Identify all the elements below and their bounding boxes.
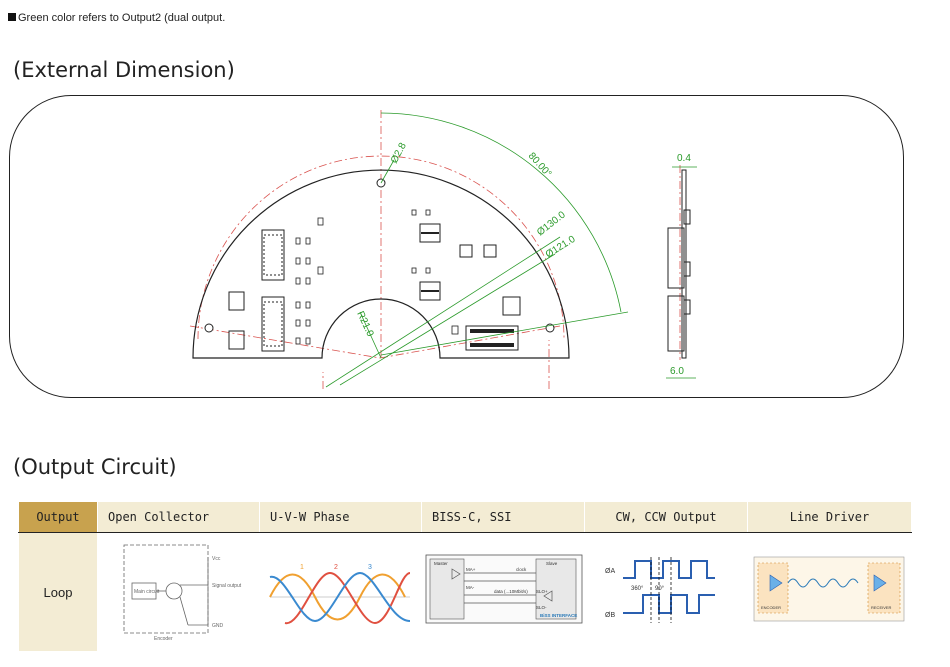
note-text: Green color refers to Output2 (dual outp… (18, 12, 226, 24)
side-chip-2 (683, 261, 691, 277)
twisted-pair (787, 578, 859, 588)
biss-diagram: Master Slave MA+ MA- clock data (...10Mb… (421, 532, 585, 652)
hole-leader (380, 159, 395, 184)
cw-phase-a-label: ØA (605, 568, 615, 575)
biss-master-label: Master (434, 561, 448, 566)
dimension-drawing: Ø2.8 80.00° Ø130.0 Ø121.0 R21.0 0.4 6.0 (189, 110, 697, 389)
side-chip-3 (683, 299, 691, 315)
bullet-square-icon (8, 13, 16, 21)
header-line-driver: Line Driver (747, 501, 912, 533)
cw-wave-a (623, 560, 715, 579)
connector-3-pins (470, 329, 514, 333)
side-component-1 (667, 227, 685, 289)
biss-logo: BiSS INTERFACE (540, 613, 577, 618)
connector-3-pins-b (470, 343, 514, 347)
outer-diameter-leader (325, 236, 561, 388)
phase-w-wave (269, 571, 411, 623)
cw-90-label: 90° (655, 586, 665, 592)
sensor-1 (459, 244, 473, 258)
chip-2-mark (421, 290, 439, 292)
inner-diameter-leader (339, 253, 556, 386)
row-label-loop: Loop (18, 532, 98, 652)
line-driver-diagram: ENCODER RECEIVER (747, 532, 912, 652)
biss-clock-label: clock (516, 567, 527, 572)
chip-3 (502, 296, 521, 316)
chip-1-mark (421, 232, 439, 234)
header-uvw-phase: U-V-W Phase (259, 501, 422, 533)
radius-leader (359, 311, 382, 359)
hole-diameter-label: Ø2.8 (389, 141, 409, 166)
component-b (228, 330, 245, 350)
board-outline (192, 169, 570, 359)
side-chip-1 (683, 209, 691, 225)
cw-360-label: 360° (631, 586, 644, 592)
oc-signal-label: Signal output (212, 583, 242, 589)
phase-2-label: 2 (334, 564, 338, 571)
biss-ma-plus-label: MA+ (466, 567, 476, 572)
sensor-2 (483, 244, 497, 258)
component-a (228, 291, 245, 311)
header-cw-ccw: CW, CCW Output (584, 501, 748, 533)
side-board (681, 169, 687, 359)
output2-note: Green color refers to Output2 (dual outp… (8, 12, 225, 24)
dimension-panel (9, 95, 904, 398)
top-thickness-label: 0.4 (677, 153, 691, 164)
oc-encoder-label: Encoder (154, 636, 173, 642)
biss-slave-label: Slave (546, 561, 558, 566)
pitch-circle (197, 155, 565, 340)
inner-radius-label: R21.0 (354, 310, 375, 339)
table-header-row: Output Open Collector U-V-W Phase BISS-C… (18, 501, 912, 533)
oc-gnd-label: GND (212, 623, 224, 629)
receiver-block (867, 562, 901, 614)
left-centerline (189, 325, 381, 359)
phase-1-label: 1 (300, 564, 304, 571)
chip-1 (419, 223, 441, 243)
side-component-2 (667, 295, 685, 352)
connector-1 (261, 229, 285, 281)
phase-3-label: 3 (368, 564, 372, 571)
uvw-phase-diagram: 1 2 3 (259, 532, 422, 652)
oc-main-label: Main circuit (134, 589, 160, 595)
external-dimension-title: (External Dimension) (13, 58, 235, 82)
mount-hole-left (204, 323, 214, 333)
outer-diameter-label: Ø130.0 (535, 209, 568, 238)
chip-2 (419, 281, 441, 301)
open-collector-diagram: Vcc Signal output Main circuit GND Encod… (97, 532, 260, 652)
connector-2 (261, 296, 285, 352)
biss-slo-plus-label: SLO+ (536, 589, 548, 594)
angle-baseline (380, 311, 629, 356)
transistor-symbol (165, 582, 183, 600)
connector-3 (465, 325, 519, 351)
bottom-thickness-label: 6.0 (670, 366, 684, 377)
inner-diameter-label: Ø121.0 (544, 234, 578, 261)
header-biss: BISS-C, SSI (421, 501, 585, 533)
cw-wave-b (623, 594, 715, 614)
cw-ccw-diagram: ØA ØB 360° 90° (584, 532, 748, 652)
right-centerline (379, 325, 561, 359)
master-block (429, 558, 465, 620)
output-circuit-title: (Output Circuit) (13, 455, 177, 479)
table-row: Loop Vcc Signal output Main circuit GND … (18, 532, 912, 652)
header-output: Output (18, 501, 98, 533)
connector-1-pins (263, 234, 283, 276)
angle-label: 80.00° (526, 151, 554, 180)
cw-phase-b-label: ØB (605, 612, 615, 619)
biss-slo-minus-label: SLO- (536, 605, 547, 610)
phase-v-wave (284, 571, 411, 625)
biss-ma-minus-label: MA- (466, 585, 475, 590)
ld-encoder-label: ENCODER (761, 605, 781, 610)
biss-data-label: data (...10Mbit/s) (494, 589, 528, 594)
slave-block (535, 558, 577, 620)
output-circuit-table: Output Open Collector U-V-W Phase BISS-C… (18, 501, 912, 652)
angle-arc (380, 112, 622, 313)
header-open-collector: Open Collector (97, 501, 260, 533)
ld-receiver-label: RECEIVER (871, 605, 892, 610)
connector-2-pins (263, 301, 283, 347)
oc-vcc-label: Vcc (212, 556, 221, 562)
phase-u-wave (269, 573, 406, 621)
